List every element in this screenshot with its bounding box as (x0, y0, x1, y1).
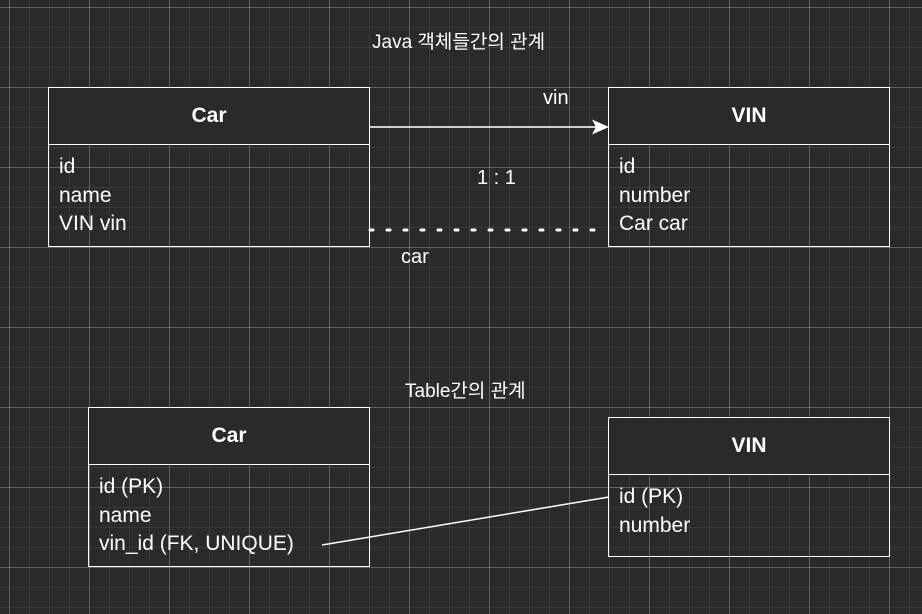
table-car-field: id (PK) (99, 475, 164, 498)
table-vin-field: id (PK) (619, 485, 684, 508)
java-car-fields: id name VIN vin (49, 145, 369, 239)
table-vin-fields: id (PK) number (609, 475, 889, 540)
java-relation-title: Java 객체들간의 관계 (372, 32, 546, 53)
table-vin-entity[interactable]: VIN id (PK) number (608, 417, 890, 557)
vin-relation-label: vin (543, 87, 569, 109)
java-car-field: name (59, 183, 112, 207)
java-car-header: Car (49, 88, 369, 145)
java-vin-field: number (619, 183, 691, 207)
java-vin-fields: id number Car car (609, 145, 889, 239)
table-vin-field: number (619, 513, 691, 537)
table-vin-header: VIN (609, 418, 889, 475)
java-car-field: id (59, 155, 76, 178)
java-car-entity[interactable]: Car id name VIN vin (48, 87, 370, 247)
java-vin-field: Car car (619, 212, 688, 235)
table-car-field: vin_id (FK, UNIQUE) (99, 532, 294, 555)
table-car-field: name (99, 503, 152, 527)
car-relation-label: car (401, 246, 429, 268)
java-car-field: VIN vin (59, 212, 127, 235)
table-car-header: Car (89, 408, 369, 465)
java-vin-header: VIN (609, 88, 889, 145)
java-vin-entity[interactable]: VIN id number Car car (608, 87, 890, 247)
java-vin-field: id (619, 155, 636, 178)
arrow-head-icon (592, 119, 609, 135)
table-relation-title: Table간의 관계 (405, 381, 526, 402)
cardinality-label: 1 : 1 (477, 167, 516, 189)
table-car-entity[interactable]: Car id (PK) name vin_id (FK, UNIQUE) (88, 407, 370, 567)
table-car-fields: id (PK) name vin_id (FK, UNIQUE) (89, 465, 369, 559)
